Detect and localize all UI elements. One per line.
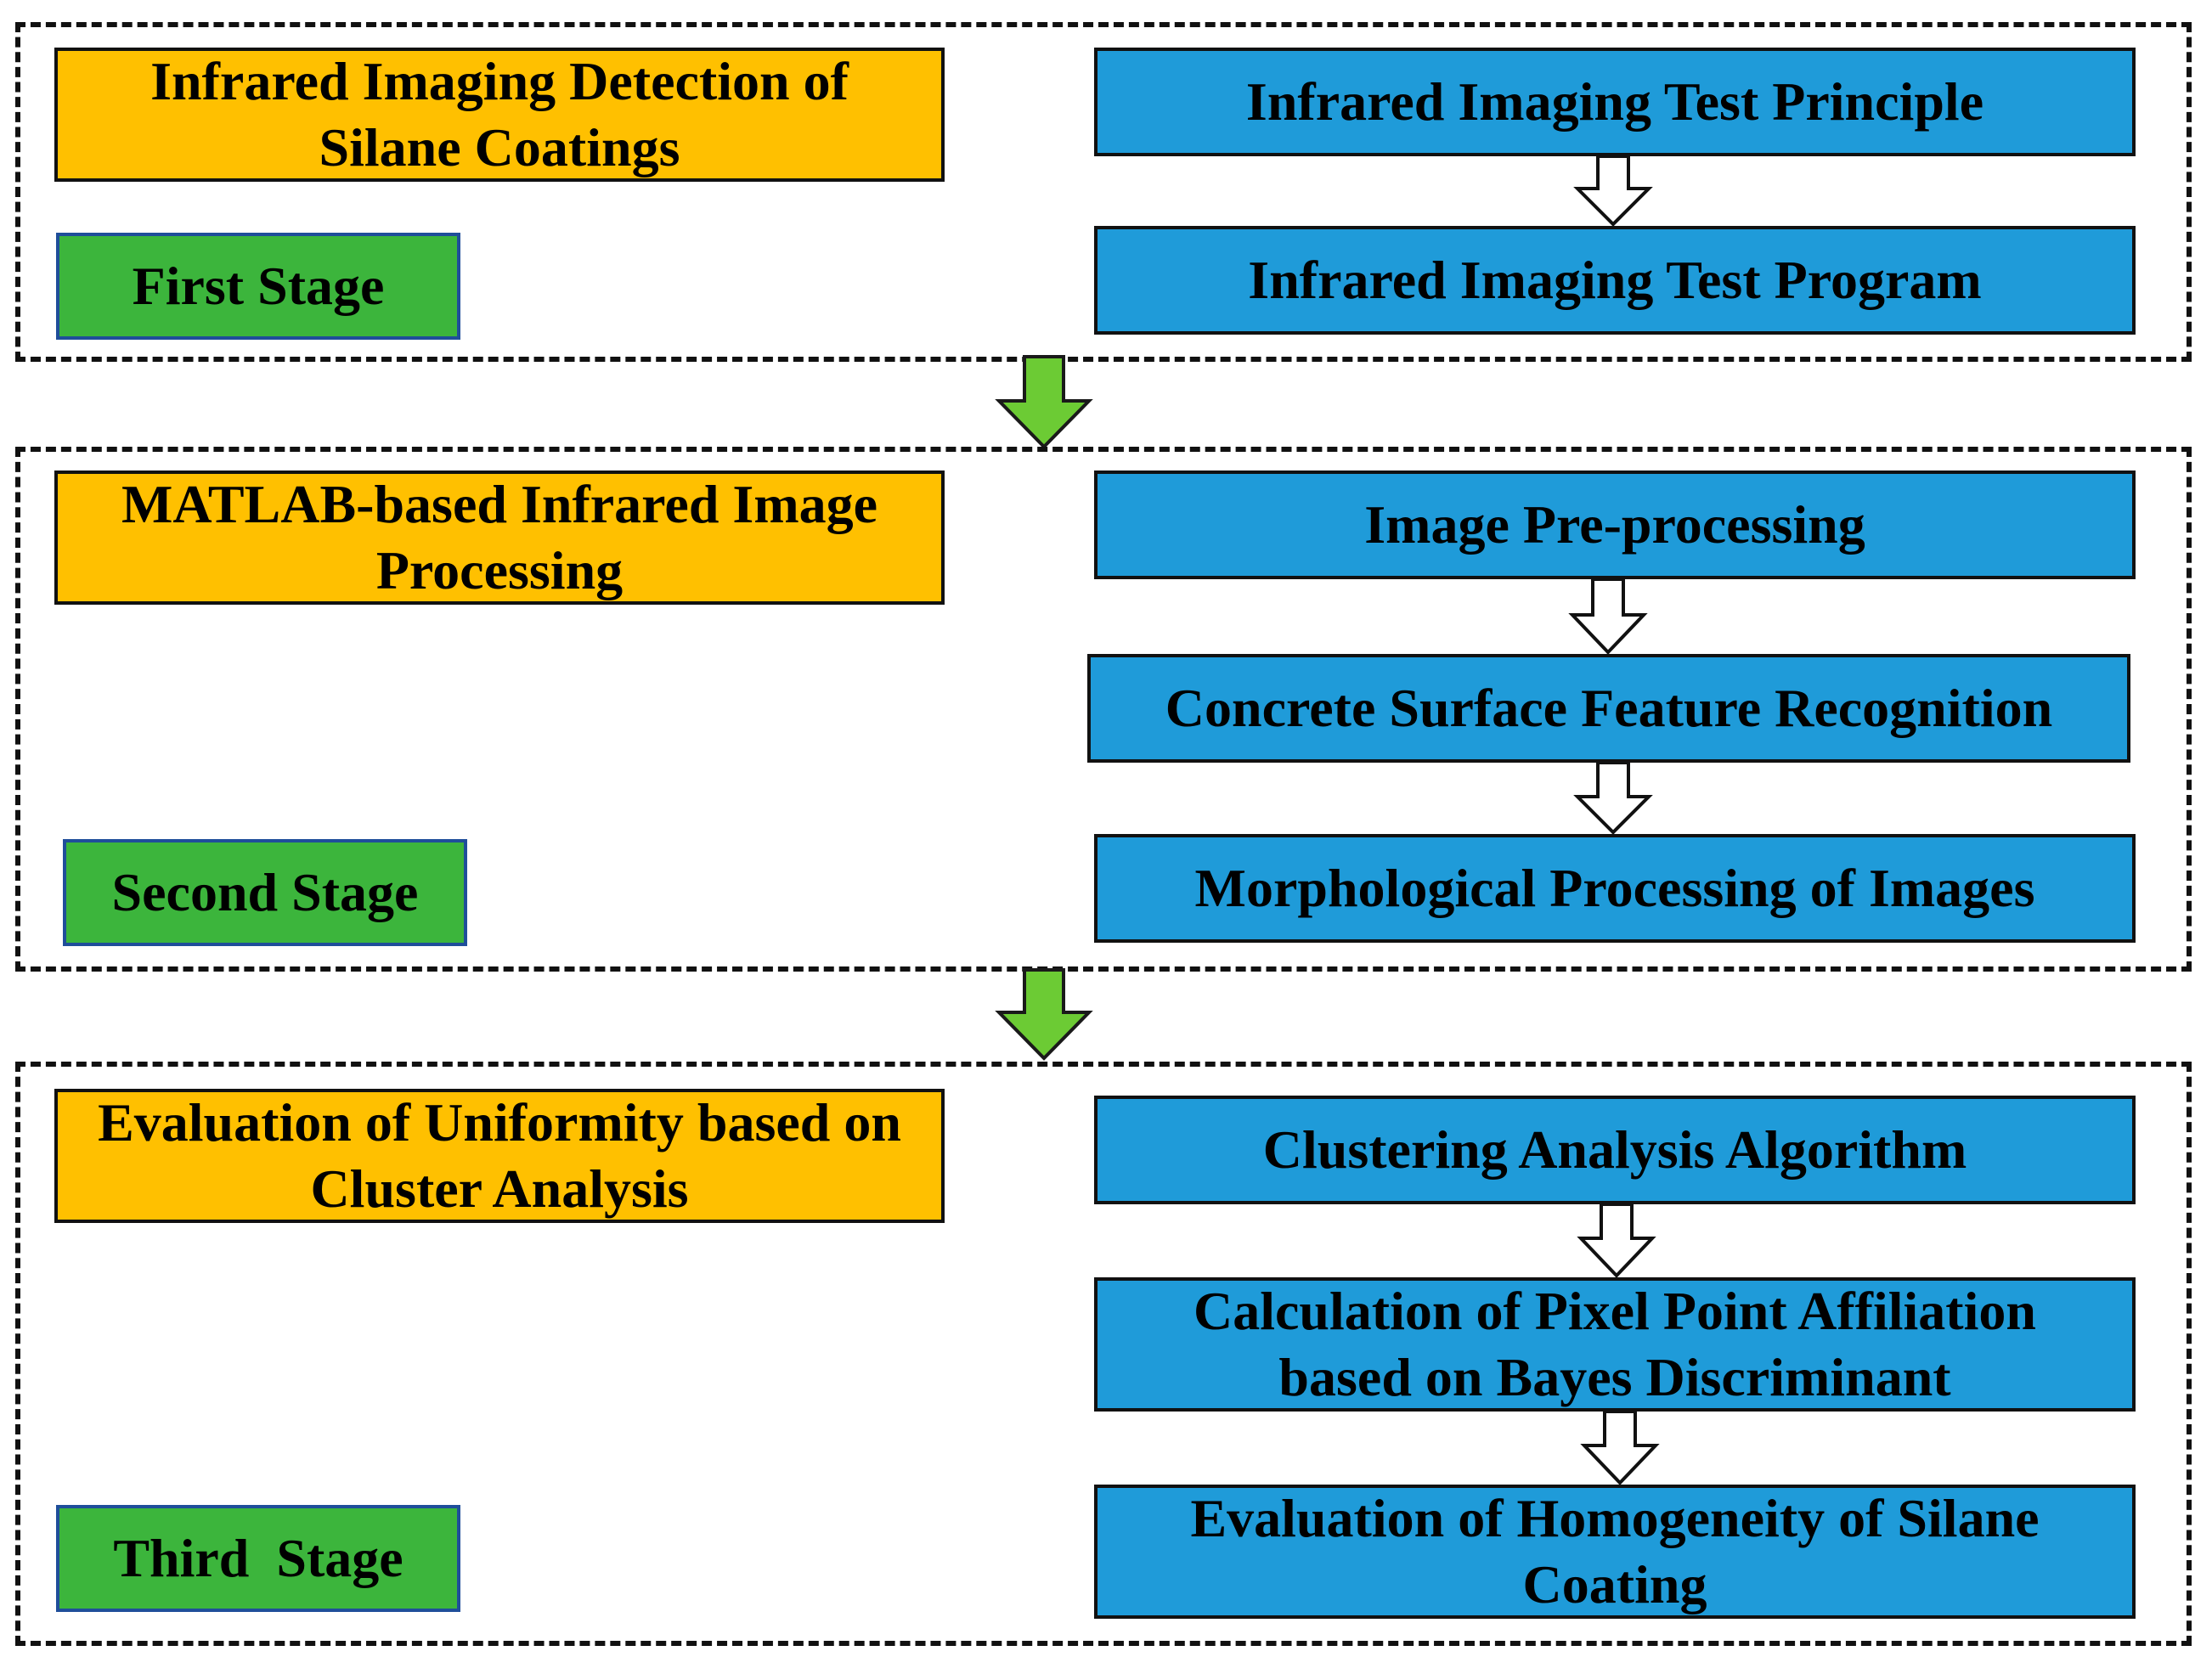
- stage-2-frame: [15, 447, 2192, 972]
- stage-3-label: Third Stage: [56, 1505, 460, 1612]
- stage-connector-arrow-icon: [995, 355, 1093, 449]
- stage-2-step-3: Morphological Processing of Images: [1094, 834, 2136, 943]
- stage-3-title: Evaluation of Uniformity based on Cluste…: [54, 1089, 945, 1223]
- stage-2-title: MATLAB-based Infrared Image Processing: [54, 471, 945, 605]
- down-arrow-icon: [1568, 578, 1648, 655]
- down-arrow-icon: [1573, 155, 1653, 227]
- stage-connector-arrow-icon: [995, 968, 1093, 1061]
- stage-3-step-1: Clustering Analysis Algorithm: [1094, 1096, 2136, 1204]
- stage-1-label: First Stage: [56, 233, 460, 340]
- stage-2-step-1: Image Pre-processing: [1094, 471, 2136, 579]
- stage-3-step-2: Calculation of Pixel Point Affiliation b…: [1094, 1277, 2136, 1412]
- stage-2-label: Second Stage: [63, 839, 467, 946]
- stage-2-step-2: Concrete Surface Feature Recognition: [1087, 654, 2130, 763]
- down-arrow-icon: [1580, 1410, 1660, 1485]
- stage-3-frame: [15, 1062, 2192, 1646]
- stage-1-title: Infrared Imaging Detection of Silane Coa…: [54, 48, 945, 182]
- stage-1-step-1: Infrared Imaging Test Principle: [1094, 48, 2136, 156]
- stage-1-frame: [15, 22, 2192, 362]
- stage-3-step-3: Evaluation of Homogeneity of Silane Coat…: [1094, 1485, 2136, 1619]
- stage-1-step-2: Infrared Imaging Test Program: [1094, 226, 2136, 335]
- down-arrow-icon: [1573, 761, 1653, 835]
- down-arrow-icon: [1577, 1203, 1656, 1278]
